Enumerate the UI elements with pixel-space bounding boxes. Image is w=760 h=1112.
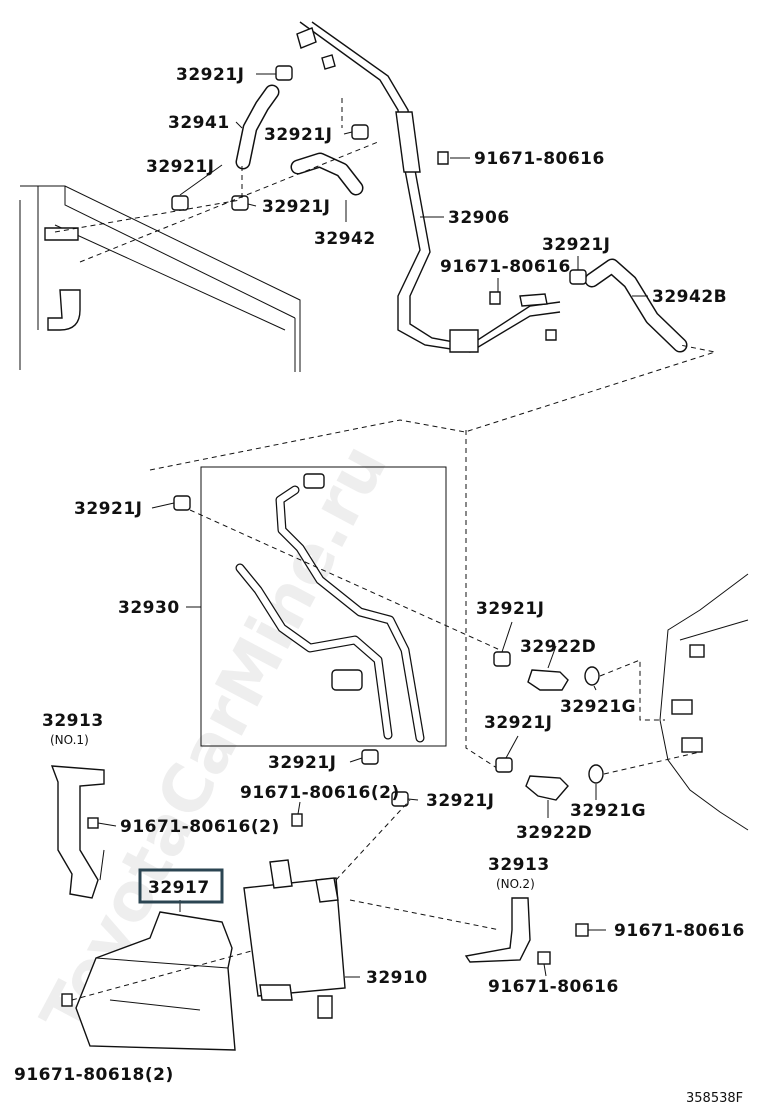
guide-lines-top <box>54 98 717 771</box>
label-32921G: 32921G <box>570 801 646 821</box>
label-32913: 32913 <box>42 711 104 731</box>
gasket-32921G <box>584 666 600 686</box>
cover-32917 <box>71 911 311 1051</box>
clip-icons-top <box>171 65 587 285</box>
clip-icon <box>171 195 189 211</box>
boss <box>689 644 705 658</box>
clip-icon <box>173 495 191 511</box>
bolt-icon <box>87 817 99 829</box>
label-32921J: 32921J <box>426 791 494 811</box>
gasket-32921G <box>588 764 604 784</box>
label-32922D: 32922D <box>520 637 596 657</box>
clip-icon <box>231 195 249 211</box>
clip-icon <box>569 269 587 285</box>
label-32921J: 32921J <box>476 599 544 619</box>
label-91671-80618-2: 91671-80618(2) <box>14 1065 174 1085</box>
oil-cooler-32910 <box>243 799 501 1019</box>
label-32913-note: (NO.1) <box>50 733 89 747</box>
label-32921J: 32921J <box>484 713 552 733</box>
label-91671-80616: 91671-80616 <box>488 977 619 997</box>
label-32921J: 32921J <box>176 65 244 85</box>
boss <box>671 699 693 715</box>
label-32941: 32941 <box>168 113 230 133</box>
hose-32942B <box>584 258 688 353</box>
hose-32942 <box>290 152 364 196</box>
label-32917: 32917 <box>148 878 210 898</box>
bolt-icon <box>545 329 557 341</box>
clip-icon <box>495 757 513 773</box>
label-32922D: 32922D <box>516 823 592 843</box>
label-32930: 32930 <box>118 598 180 618</box>
clip-icon <box>303 473 325 489</box>
bolt-icons-top <box>437 151 557 341</box>
union-32922D <box>525 775 569 801</box>
label-91671-80616: 91671-80616 <box>474 149 605 169</box>
label-32921J: 32921J <box>268 753 336 773</box>
radiator-frame <box>19 185 301 372</box>
hose-32941 <box>235 84 280 170</box>
label-32913-note: (NO.2) <box>496 877 535 891</box>
clip-icon <box>351 124 369 140</box>
diagram-id: 358538F <box>686 1091 743 1106</box>
bracket-plate <box>331 669 363 691</box>
label-91671-80616: 91671-80616 <box>614 921 745 941</box>
label-32942B: 32942B <box>652 287 727 307</box>
label-91671-80616-2: 91671-80616(2) <box>240 783 400 803</box>
connectors-right <box>493 651 701 801</box>
label-32921J: 32921J <box>264 125 332 145</box>
boss <box>681 737 703 753</box>
engine-block <box>659 573 749 831</box>
cooler-pipe-32906 <box>296 21 561 353</box>
clip-icon <box>493 651 511 667</box>
label-32921G: 32921G <box>560 697 636 717</box>
label-32906: 32906 <box>448 208 510 228</box>
leader-lines <box>97 73 648 978</box>
bolt-icon <box>575 923 589 937</box>
union-32922D <box>527 669 569 691</box>
clip-icon <box>275 65 293 81</box>
label-32921J: 32921J <box>542 235 610 255</box>
bolt-icon <box>291 813 303 827</box>
bracket-32913-no1 <box>50 765 105 899</box>
label-32910: 32910 <box>366 968 428 988</box>
label-32942: 32942 <box>314 229 376 249</box>
label-32921J: 32921J <box>262 197 330 217</box>
label-32921J: 32921J <box>146 157 214 177</box>
highlight-frame-32917 <box>138 868 224 904</box>
bolt-icon <box>489 291 501 305</box>
bolt-icon <box>61 993 73 1007</box>
bolt-icon <box>437 151 449 165</box>
label-32913: 32913 <box>488 855 550 875</box>
bracket-32913-no2 <box>464 897 589 965</box>
label-91671-80616: 91671-80616 <box>440 257 571 277</box>
clip-icon <box>361 749 379 765</box>
bolt-icon <box>537 951 551 965</box>
label-32921J: 32921J <box>74 499 142 519</box>
label-91671-80616-2: 91671-80616(2) <box>120 817 280 837</box>
